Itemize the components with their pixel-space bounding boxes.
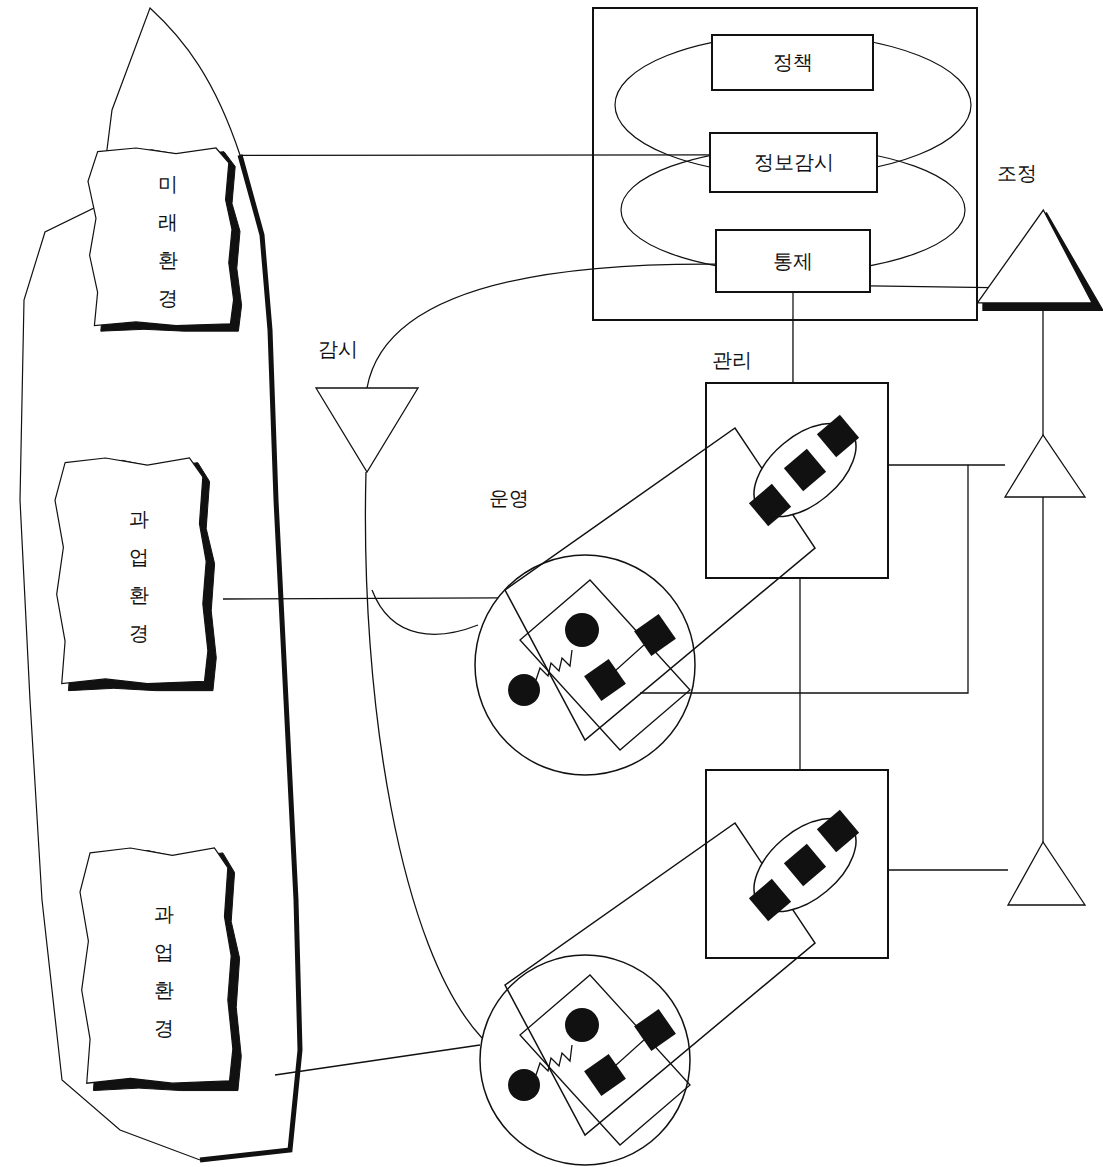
operation-circle: 운영 (475, 555, 695, 775)
node-outline (80, 848, 248, 1093)
node-heading: 운영 (489, 485, 529, 512)
intelligence-box: 정보감시 (710, 133, 877, 192)
node-outline (706, 383, 888, 578)
task-environment: 과업 환경 (55, 458, 223, 693)
future-environment: 미래 환경 (88, 148, 248, 333)
node-outline (975, 208, 1097, 310)
node-label: 과업 환경 (123, 500, 155, 652)
node-outline (316, 388, 418, 472)
connector (223, 598, 498, 599)
node-heading: 감시 (318, 336, 358, 363)
policy-box: 정책 (712, 35, 873, 90)
connector (792, 292, 793, 383)
management-box: 관리 (706, 383, 888, 578)
connector (367, 264, 716, 388)
monitoring-triangle: 감시 (316, 388, 418, 472)
node-label: 정책 (773, 49, 813, 76)
coordination-triangle: 조정 (975, 208, 1097, 310)
connector (870, 286, 990, 288)
node-label: 통제 (773, 248, 813, 275)
control-box: 통제 (716, 230, 870, 292)
node-label: 미래 환경 (152, 165, 184, 317)
node-label: 정보감시 (754, 149, 834, 176)
node-outline (55, 458, 223, 693)
node-label: 과업 환경 (148, 895, 180, 1047)
node-heading: 관리 (712, 347, 752, 374)
node-heading: 조정 (997, 160, 1037, 187)
task-environment: 과업 환경 (80, 848, 248, 1093)
node-outline (475, 555, 695, 775)
connector (240, 154, 710, 156)
